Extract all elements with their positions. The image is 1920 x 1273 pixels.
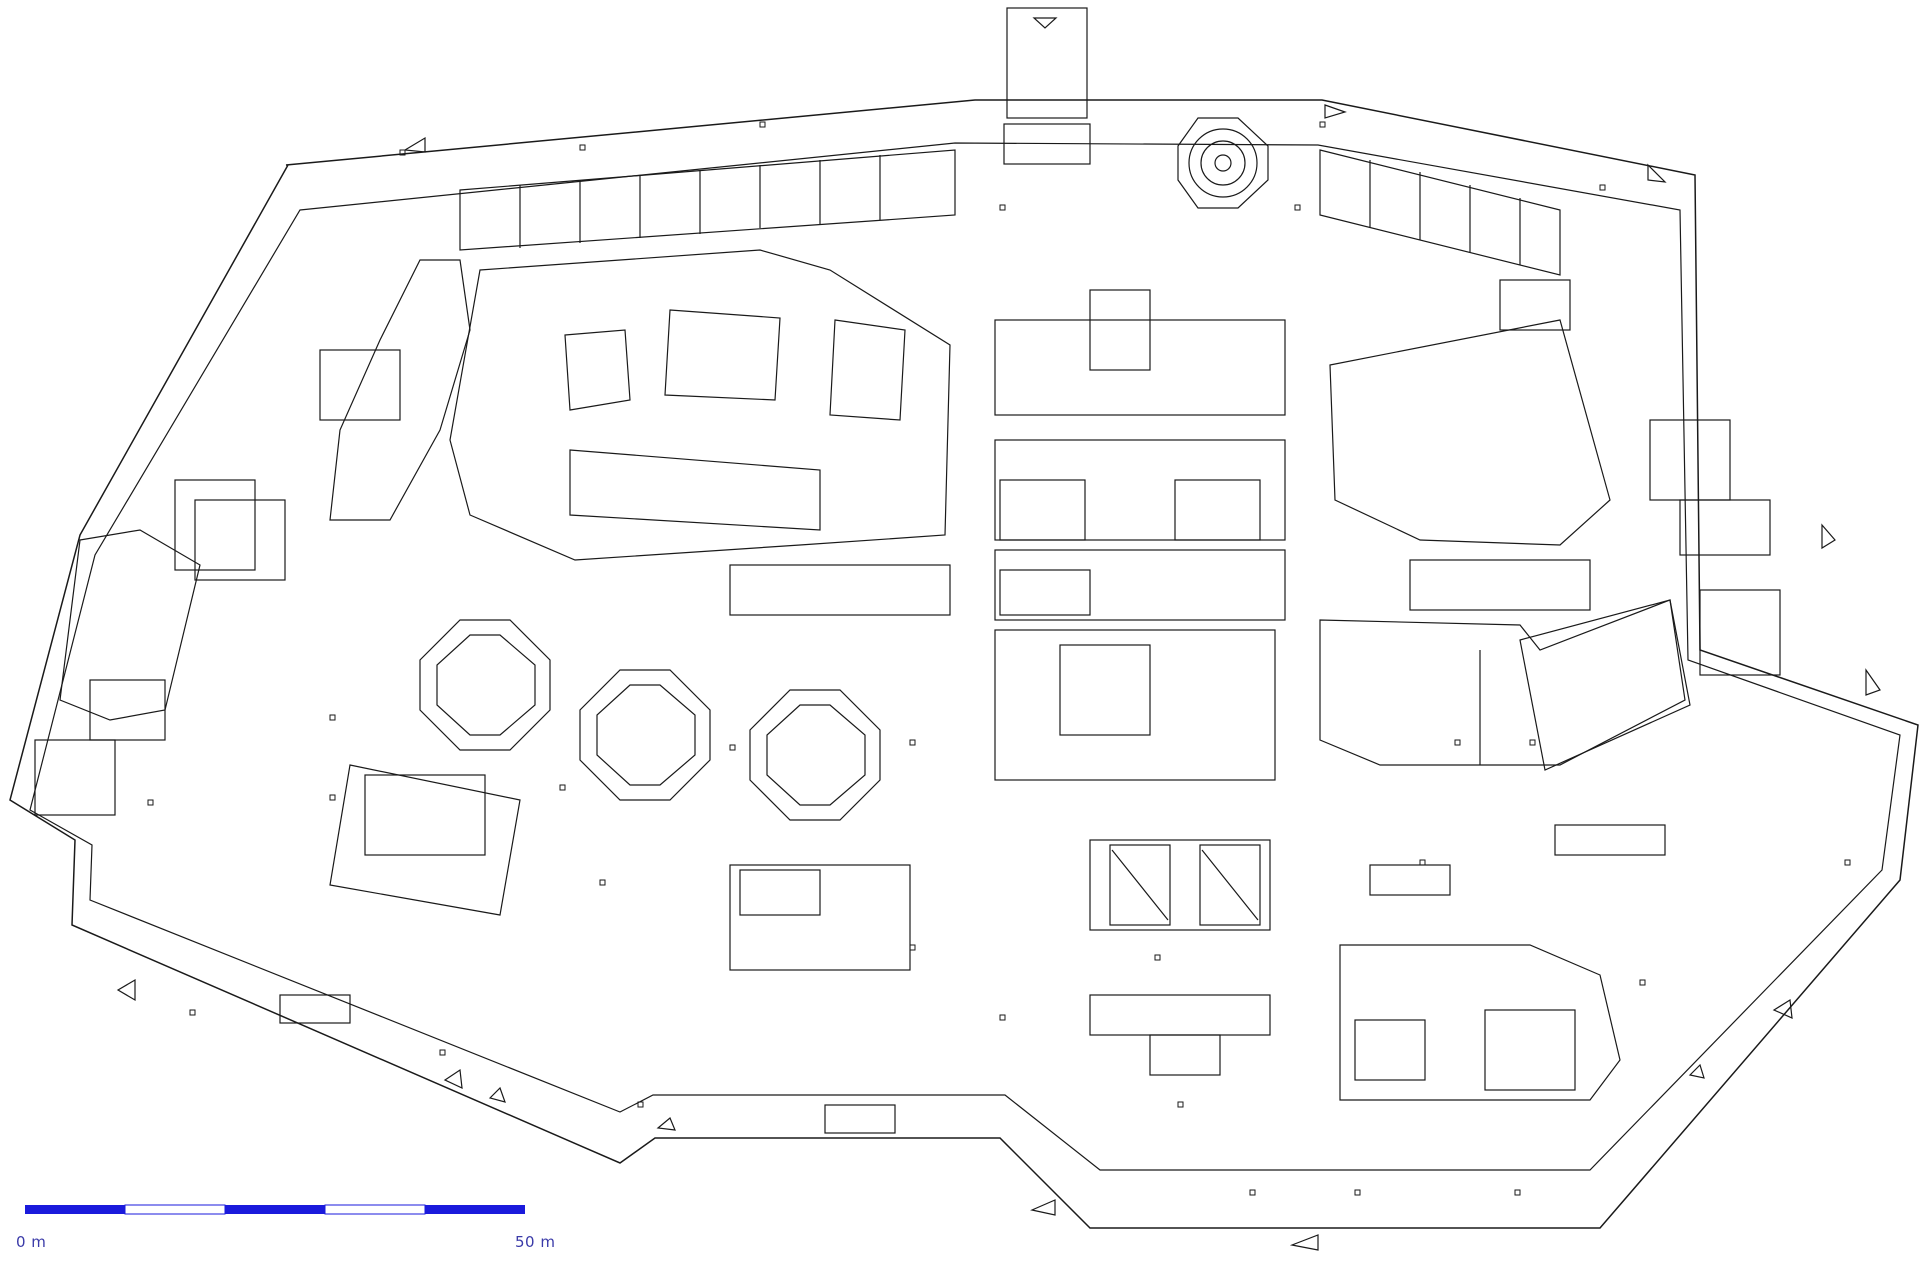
column-grid xyxy=(147,121,1851,1196)
spiral-stair xyxy=(1177,117,1269,209)
scale-segment-5 xyxy=(425,1205,525,1214)
east-anchor-store xyxy=(1319,599,1691,771)
scale-end-label: 50 m xyxy=(515,1233,556,1251)
central-core xyxy=(994,289,1286,781)
entrance-markers xyxy=(116,104,1881,1251)
building-outline xyxy=(9,99,1919,1229)
scale-start-label: 0 m xyxy=(16,1233,47,1251)
scale-segment-1 xyxy=(25,1205,125,1214)
scale-bar xyxy=(25,1204,525,1215)
north-west-store-cluster xyxy=(449,249,951,616)
north-east-store-cluster xyxy=(1329,279,1781,676)
retail-units-north xyxy=(459,149,1561,276)
scale-segment-2 xyxy=(124,1204,226,1215)
escalators xyxy=(279,824,1666,1134)
west-wing xyxy=(34,259,471,816)
south-service-blocks xyxy=(329,764,1621,1101)
scale-segment-4 xyxy=(324,1204,426,1215)
rotundas xyxy=(419,619,881,821)
scale-segment-3 xyxy=(225,1205,325,1214)
north-entrance xyxy=(1003,7,1091,165)
